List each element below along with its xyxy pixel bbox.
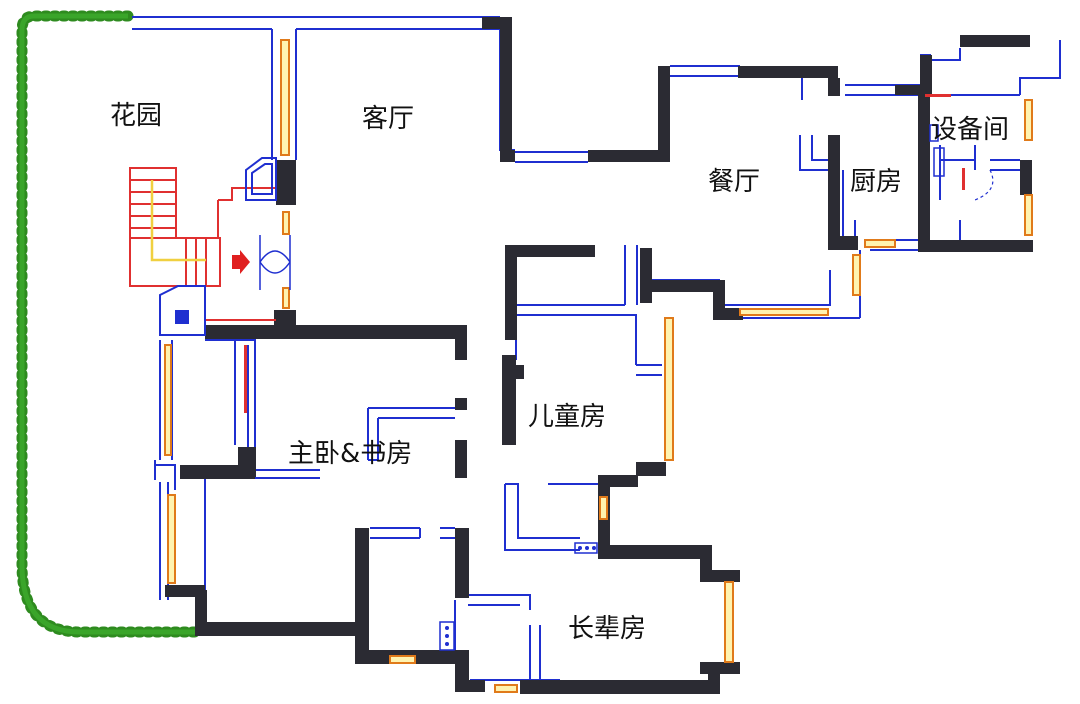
room-label-living: 客厅 xyxy=(362,104,414,134)
room-label-elder: 长辈房 xyxy=(568,614,646,644)
room-label-dining: 餐厅 xyxy=(708,167,760,197)
room-label-equipment: 设备间 xyxy=(931,115,1009,145)
red-markers xyxy=(244,94,965,413)
fixtures xyxy=(439,124,945,651)
entry-door xyxy=(259,235,291,290)
room-label-children: 儿童房 xyxy=(528,402,606,432)
entry-cabinet xyxy=(159,157,277,336)
equipment-room-door xyxy=(974,169,994,201)
windows xyxy=(164,39,1033,693)
entrance-arrow-icon xyxy=(232,250,250,274)
room-label-kitchen: 厨房 xyxy=(850,167,902,197)
stair-walk-path xyxy=(150,180,206,262)
garden-hedge xyxy=(16,10,201,638)
room-label-garden: 花园 xyxy=(110,101,162,131)
fixture-details xyxy=(445,546,596,646)
main-walls xyxy=(165,17,1033,694)
entry-column xyxy=(175,310,189,324)
room-label-master-study: 主卧&书房 xyxy=(288,439,412,469)
